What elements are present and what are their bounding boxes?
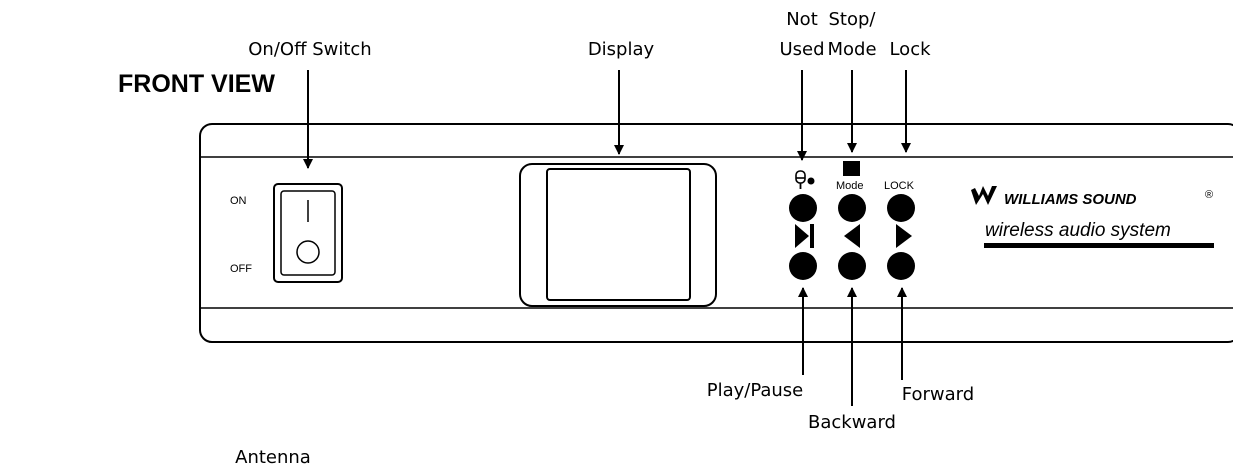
callout-lock: Lock: [889, 39, 931, 60]
backward-triangle-icon: [844, 224, 860, 248]
display: [519, 163, 717, 307]
callout-stop-mode-line2: Mode: [827, 39, 876, 60]
switch-rocker: [280, 190, 336, 276]
brand-underline: [984, 243, 1214, 248]
stop-square-icon: [843, 161, 860, 176]
switch-bezel: [273, 183, 343, 283]
switch-off-mark: [296, 240, 320, 264]
backward-button[interactable]: [838, 252, 866, 280]
forward-triangle-icon: [896, 224, 912, 248]
record-button[interactable]: [789, 194, 817, 222]
brand-tagline: wireless audio system: [985, 220, 1171, 241]
power-switch[interactable]: ON OFF: [230, 183, 343, 283]
device-front-panel: [199, 123, 1233, 343]
page-title: FRONT VIEW: [118, 70, 275, 98]
stop-mode-button[interactable]: [838, 194, 866, 222]
williams-sound-logo-icon: [971, 186, 997, 205]
callout-antenna: Antenna: [235, 447, 311, 468]
callout-power-switch: On/Off Switch: [248, 39, 371, 60]
on-label: ON: [230, 195, 247, 207]
display-bezel: [519, 163, 717, 307]
brand-registered: ®: [1205, 189, 1213, 201]
callout-display: Display: [588, 39, 655, 60]
microphone-record-icon: [795, 170, 815, 189]
callout-not-used-line1: Not: [786, 9, 818, 30]
play-pause-button[interactable]: [789, 252, 817, 280]
play-pause-icon: [795, 224, 814, 248]
callout-backward: Backward: [808, 412, 896, 433]
callout-not-used-line2: Used: [779, 39, 824, 60]
brand-name: WILLIAMS SOUND: [1004, 191, 1137, 208]
panel-outline: [199, 123, 1233, 343]
forward-button[interactable]: [887, 252, 915, 280]
mode-label: Mode: [836, 180, 864, 192]
callout-play-pause: Play/Pause: [707, 380, 804, 401]
callout-forward: Forward: [902, 384, 974, 405]
off-label: OFF: [230, 263, 252, 275]
callout-stop-mode-line1: Stop/: [829, 9, 877, 30]
lock-label: LOCK: [884, 180, 915, 192]
lock-button[interactable]: [887, 194, 915, 222]
display-screen: [546, 168, 691, 301]
